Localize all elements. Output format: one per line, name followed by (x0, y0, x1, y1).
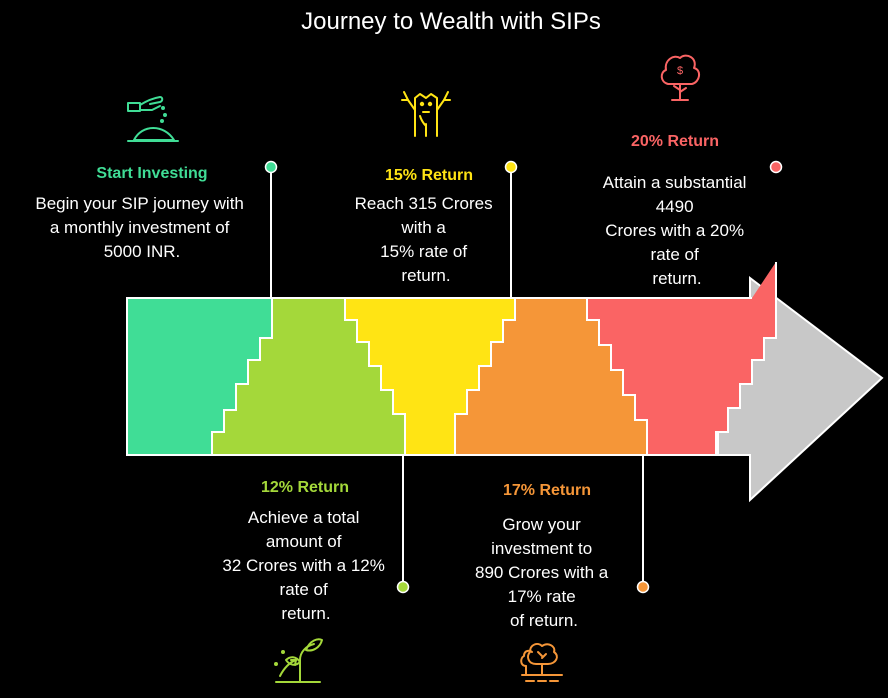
stage-description: Grow your investment to 890 Crores with … (475, 515, 613, 630)
sowing-hand-icon (127, 96, 179, 142)
svg-text:$: $ (677, 65, 683, 77)
stage-heading: 15% Return (385, 167, 473, 184)
stair-outline (211, 298, 273, 455)
trees-icon (520, 643, 563, 682)
stage-description: Attain a substantial 4490 Crores with a … (603, 173, 751, 288)
connector-dot-12 (396, 580, 410, 594)
stage-heading: 12% Return (261, 479, 349, 496)
stage-heading: 17% Return (503, 482, 591, 499)
stage-heading: 20% Return (631, 133, 719, 150)
money-tree-icon: $ (660, 54, 700, 101)
stage-description: Achieve a total amount of 32 Crores with… (222, 508, 389, 623)
band-segment-15 (345, 298, 515, 455)
sprout-growth-icon (274, 638, 323, 683)
growing-tree-icon (401, 91, 451, 137)
band-segment-20 (587, 262, 776, 455)
stair-outline (715, 262, 777, 455)
stage-description: Reach 315 Crores with a 15% rate of retu… (355, 194, 498, 285)
connector-dot-15 (504, 160, 518, 174)
stage-description: Begin your SIP journey with a monthly in… (35, 194, 248, 261)
connector-dot-start (264, 160, 278, 174)
connector-dot-20 (769, 160, 783, 174)
diagram-title: Journey to Wealth with SIPs (301, 8, 601, 35)
stair-outline (586, 298, 648, 455)
stair-outline (454, 298, 516, 455)
connector-dot-17 (636, 580, 650, 594)
stage-heading: Start Investing (96, 165, 207, 182)
stair-outline (344, 298, 406, 455)
arrow-band (126, 262, 777, 456)
band-outline (126, 297, 752, 456)
connectors (264, 160, 783, 594)
